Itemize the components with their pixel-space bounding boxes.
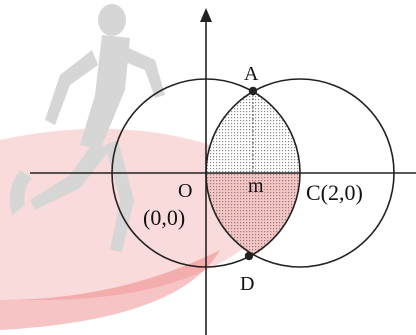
y-axis-arrowhead xyxy=(200,8,212,22)
watermark-swoosh-band xyxy=(0,250,220,330)
point-d-marker xyxy=(244,251,254,261)
label-point-a: A xyxy=(244,63,259,85)
point-a-marker xyxy=(248,86,258,96)
label-point-d: D xyxy=(240,273,254,295)
label-midpoint-m: m xyxy=(248,175,264,197)
label-center-c: C(2,0) xyxy=(306,180,363,205)
label-origin: O xyxy=(178,180,192,202)
watermark-runner-figure xyxy=(9,4,165,252)
label-origin-coords: (0,0) xyxy=(143,205,185,230)
